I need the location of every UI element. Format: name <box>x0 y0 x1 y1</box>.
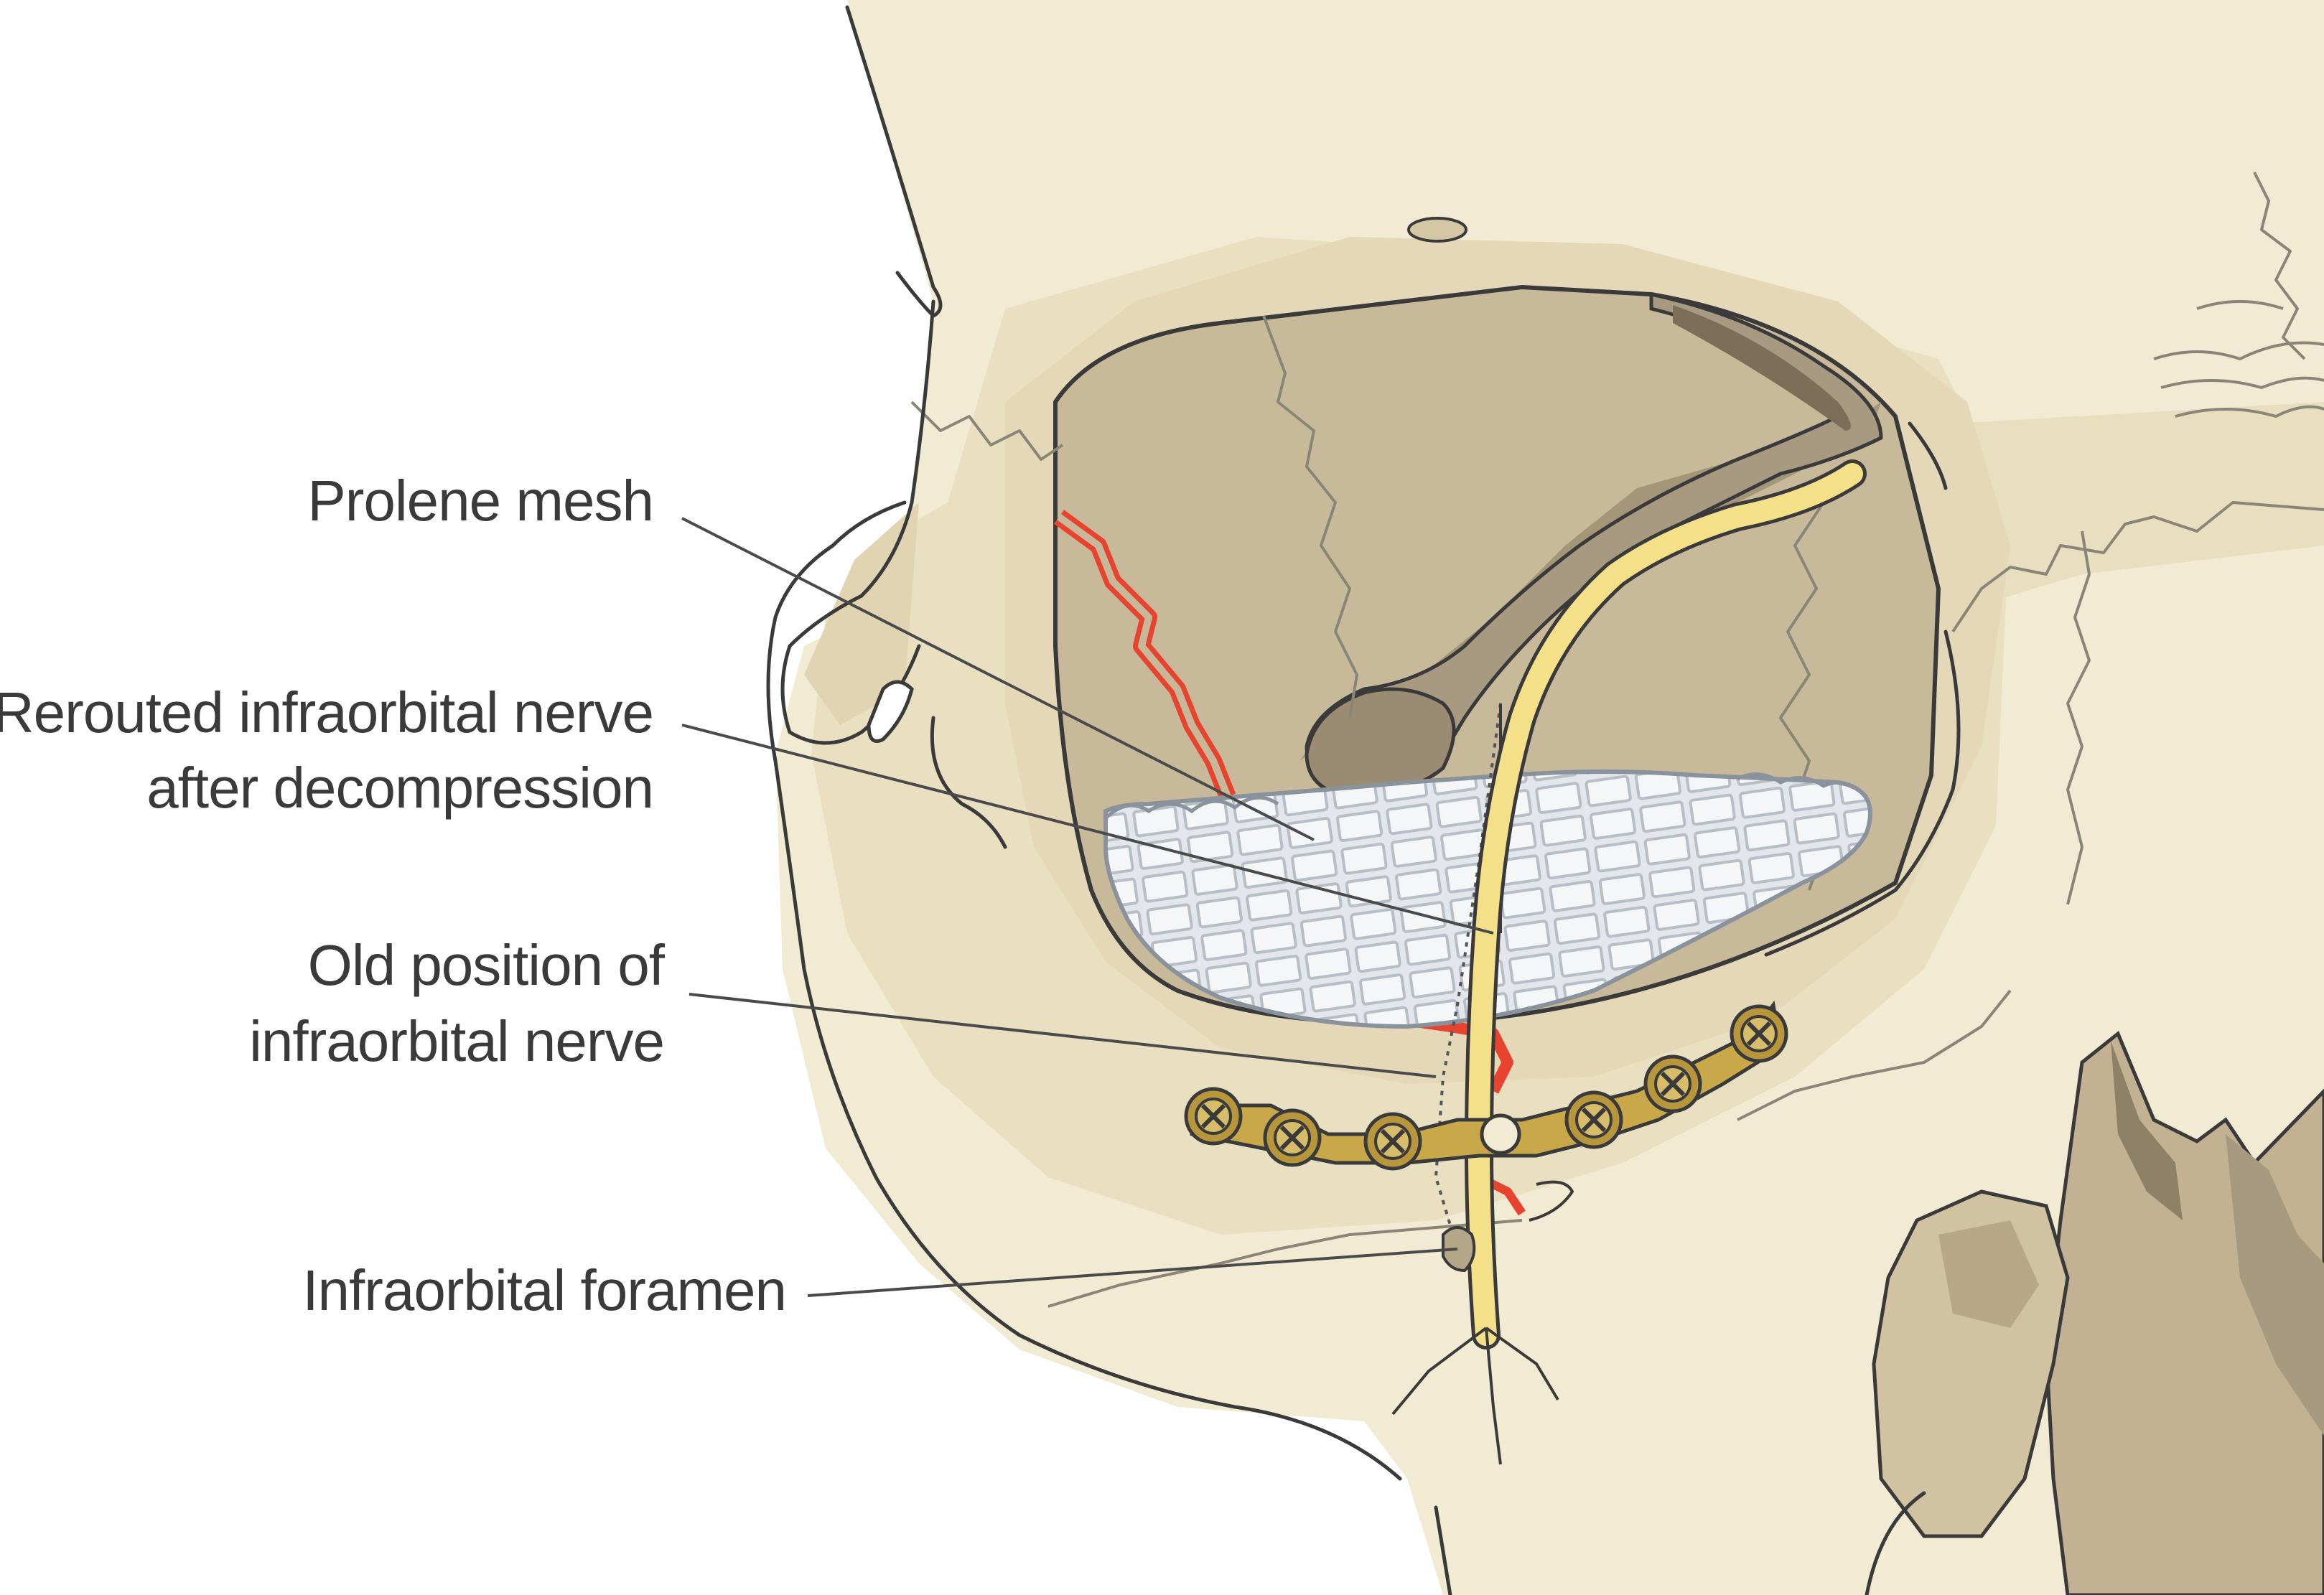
labels: Prolene mesh Rerouted infraorbital nerve… <box>0 469 787 1322</box>
cross-screw-icon <box>1643 1054 1702 1113</box>
bone-outlines <box>766 5 1961 1595</box>
cross-screw-icon <box>1564 1090 1623 1149</box>
leader-rerouted-nerve <box>681 724 1494 935</box>
nasal-aperture <box>1872 1030 2324 1595</box>
supraorbital-notch <box>1407 217 1467 243</box>
cross-screw-icon <box>1363 1112 1422 1171</box>
cross-screw-icon <box>1184 1087 1243 1146</box>
leader-prolene-mesh <box>681 517 1315 841</box>
label-rerouted-line2: after decompression <box>146 756 653 820</box>
plate-screws <box>1184 1004 1788 1171</box>
leader-old-position <box>689 993 1437 1078</box>
leader-foramen <box>807 1248 1458 1297</box>
label-infraorbital-foramen: Infraorbital foramen <box>302 1258 786 1322</box>
label-old-position-line2: infraorbital nerve <box>249 1009 664 1073</box>
plate-hole <box>1480 1113 1521 1155</box>
leader-lines <box>681 517 1494 1297</box>
label-old-position-line1: Old position of <box>308 933 666 997</box>
label-prolene-mesh: Prolene mesh <box>307 469 653 533</box>
infraorbital-foramen <box>1442 1180 1574 1273</box>
cross-screw-icon <box>1263 1108 1322 1167</box>
label-rerouted-line1: Rerouted infraorbital nerve <box>0 680 653 744</box>
cross-screw-icon <box>1730 1004 1788 1063</box>
